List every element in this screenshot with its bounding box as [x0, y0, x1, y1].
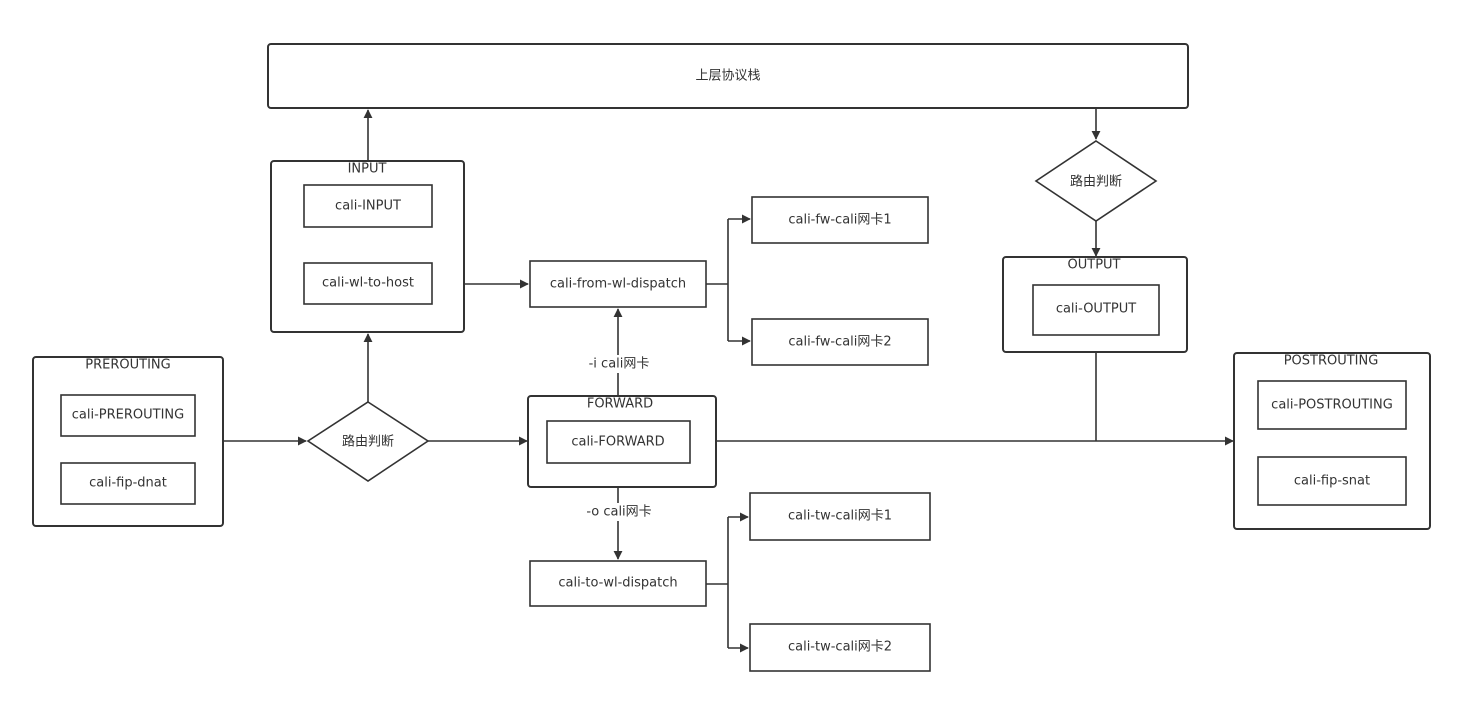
rule-cali-wl-to-host: cali-wl-to-host [322, 276, 414, 291]
routing-decision-right: 路由判断 [1034, 140, 1158, 222]
fw-cali-2-box: cali-fw-cali网卡2 [751, 318, 929, 366]
protocol-stack-box: 上层协议栈 [267, 43, 1189, 109]
rule-cali-output: cali-OUTPUT [1056, 302, 1136, 317]
input-chain: INPUT cali-INPUT cali-wl-to-host [270, 160, 465, 333]
protocol-stack-label: 上层协议栈 [695, 69, 760, 84]
svg-text:-o cali网卡: -o cali网卡 [586, 505, 651, 520]
edge-to-wl-dispatch-fanout [706, 517, 729, 648]
postrouting-chain: POSTROUTING cali-POSTROUTING cali-fip-sn… [1233, 352, 1431, 530]
prerouting-title: PREROUTING [85, 358, 170, 373]
from-wl-dispatch-box: cali-from-wl-dispatch [529, 260, 707, 308]
forward-title: FORWARD [587, 397, 653, 412]
rule-cali-postrouting: cali-POSTROUTING [1271, 398, 1393, 413]
routing-decision-left-label: 路由判断 [342, 434, 394, 450]
input-title: INPUT [348, 162, 387, 177]
rule-cali-forward: cali-FORWARD [571, 435, 664, 450]
edge-from-wl-dispatch-fanout [706, 219, 729, 341]
tw-cali-2-box: cali-tw-cali网卡2 [749, 623, 931, 672]
to-wl-dispatch-box: cali-to-wl-dispatch [529, 560, 707, 607]
routing-decision-right-label: 路由判断 [1070, 174, 1122, 190]
rule-cali-prerouting: cali-PREROUTING [72, 408, 184, 423]
from-wl-dispatch-label: cali-from-wl-dispatch [550, 277, 686, 292]
fw-cali-2-label: cali-fw-cali网卡2 [788, 335, 891, 350]
fw-cali-1-label: cali-fw-cali网卡1 [788, 213, 891, 228]
fw-cali-1-box: cali-fw-cali网卡1 [751, 196, 929, 244]
rule-cali-fip-snat: cali-fip-snat [1294, 474, 1370, 489]
edge-label-in-iface: -i cali网卡 [582, 355, 656, 373]
prerouting-chain: PREROUTING cali-PREROUTING cali-fip-dnat [32, 356, 224, 527]
tw-cali-1-box: cali-tw-cali网卡1 [749, 492, 931, 541]
rule-cali-fip-dnat: cali-fip-dnat [89, 476, 167, 491]
forward-chain: FORWARD cali-FORWARD [527, 395, 717, 488]
tw-cali-1-label: cali-tw-cali网卡1 [788, 509, 892, 524]
output-title: OUTPUT [1068, 258, 1121, 273]
edge-label-out-iface: -o cali网卡 [580, 503, 658, 521]
routing-decision-left: 路由判断 [306, 401, 430, 482]
to-wl-dispatch-label: cali-to-wl-dispatch [558, 576, 677, 591]
svg-text:-i cali网卡: -i cali网卡 [589, 357, 650, 372]
postrouting-title: POSTROUTING [1284, 354, 1379, 369]
rule-cali-input: cali-INPUT [335, 199, 401, 214]
tw-cali-2-label: cali-tw-cali网卡2 [788, 640, 892, 655]
output-chain: OUTPUT cali-OUTPUT [1002, 256, 1188, 353]
